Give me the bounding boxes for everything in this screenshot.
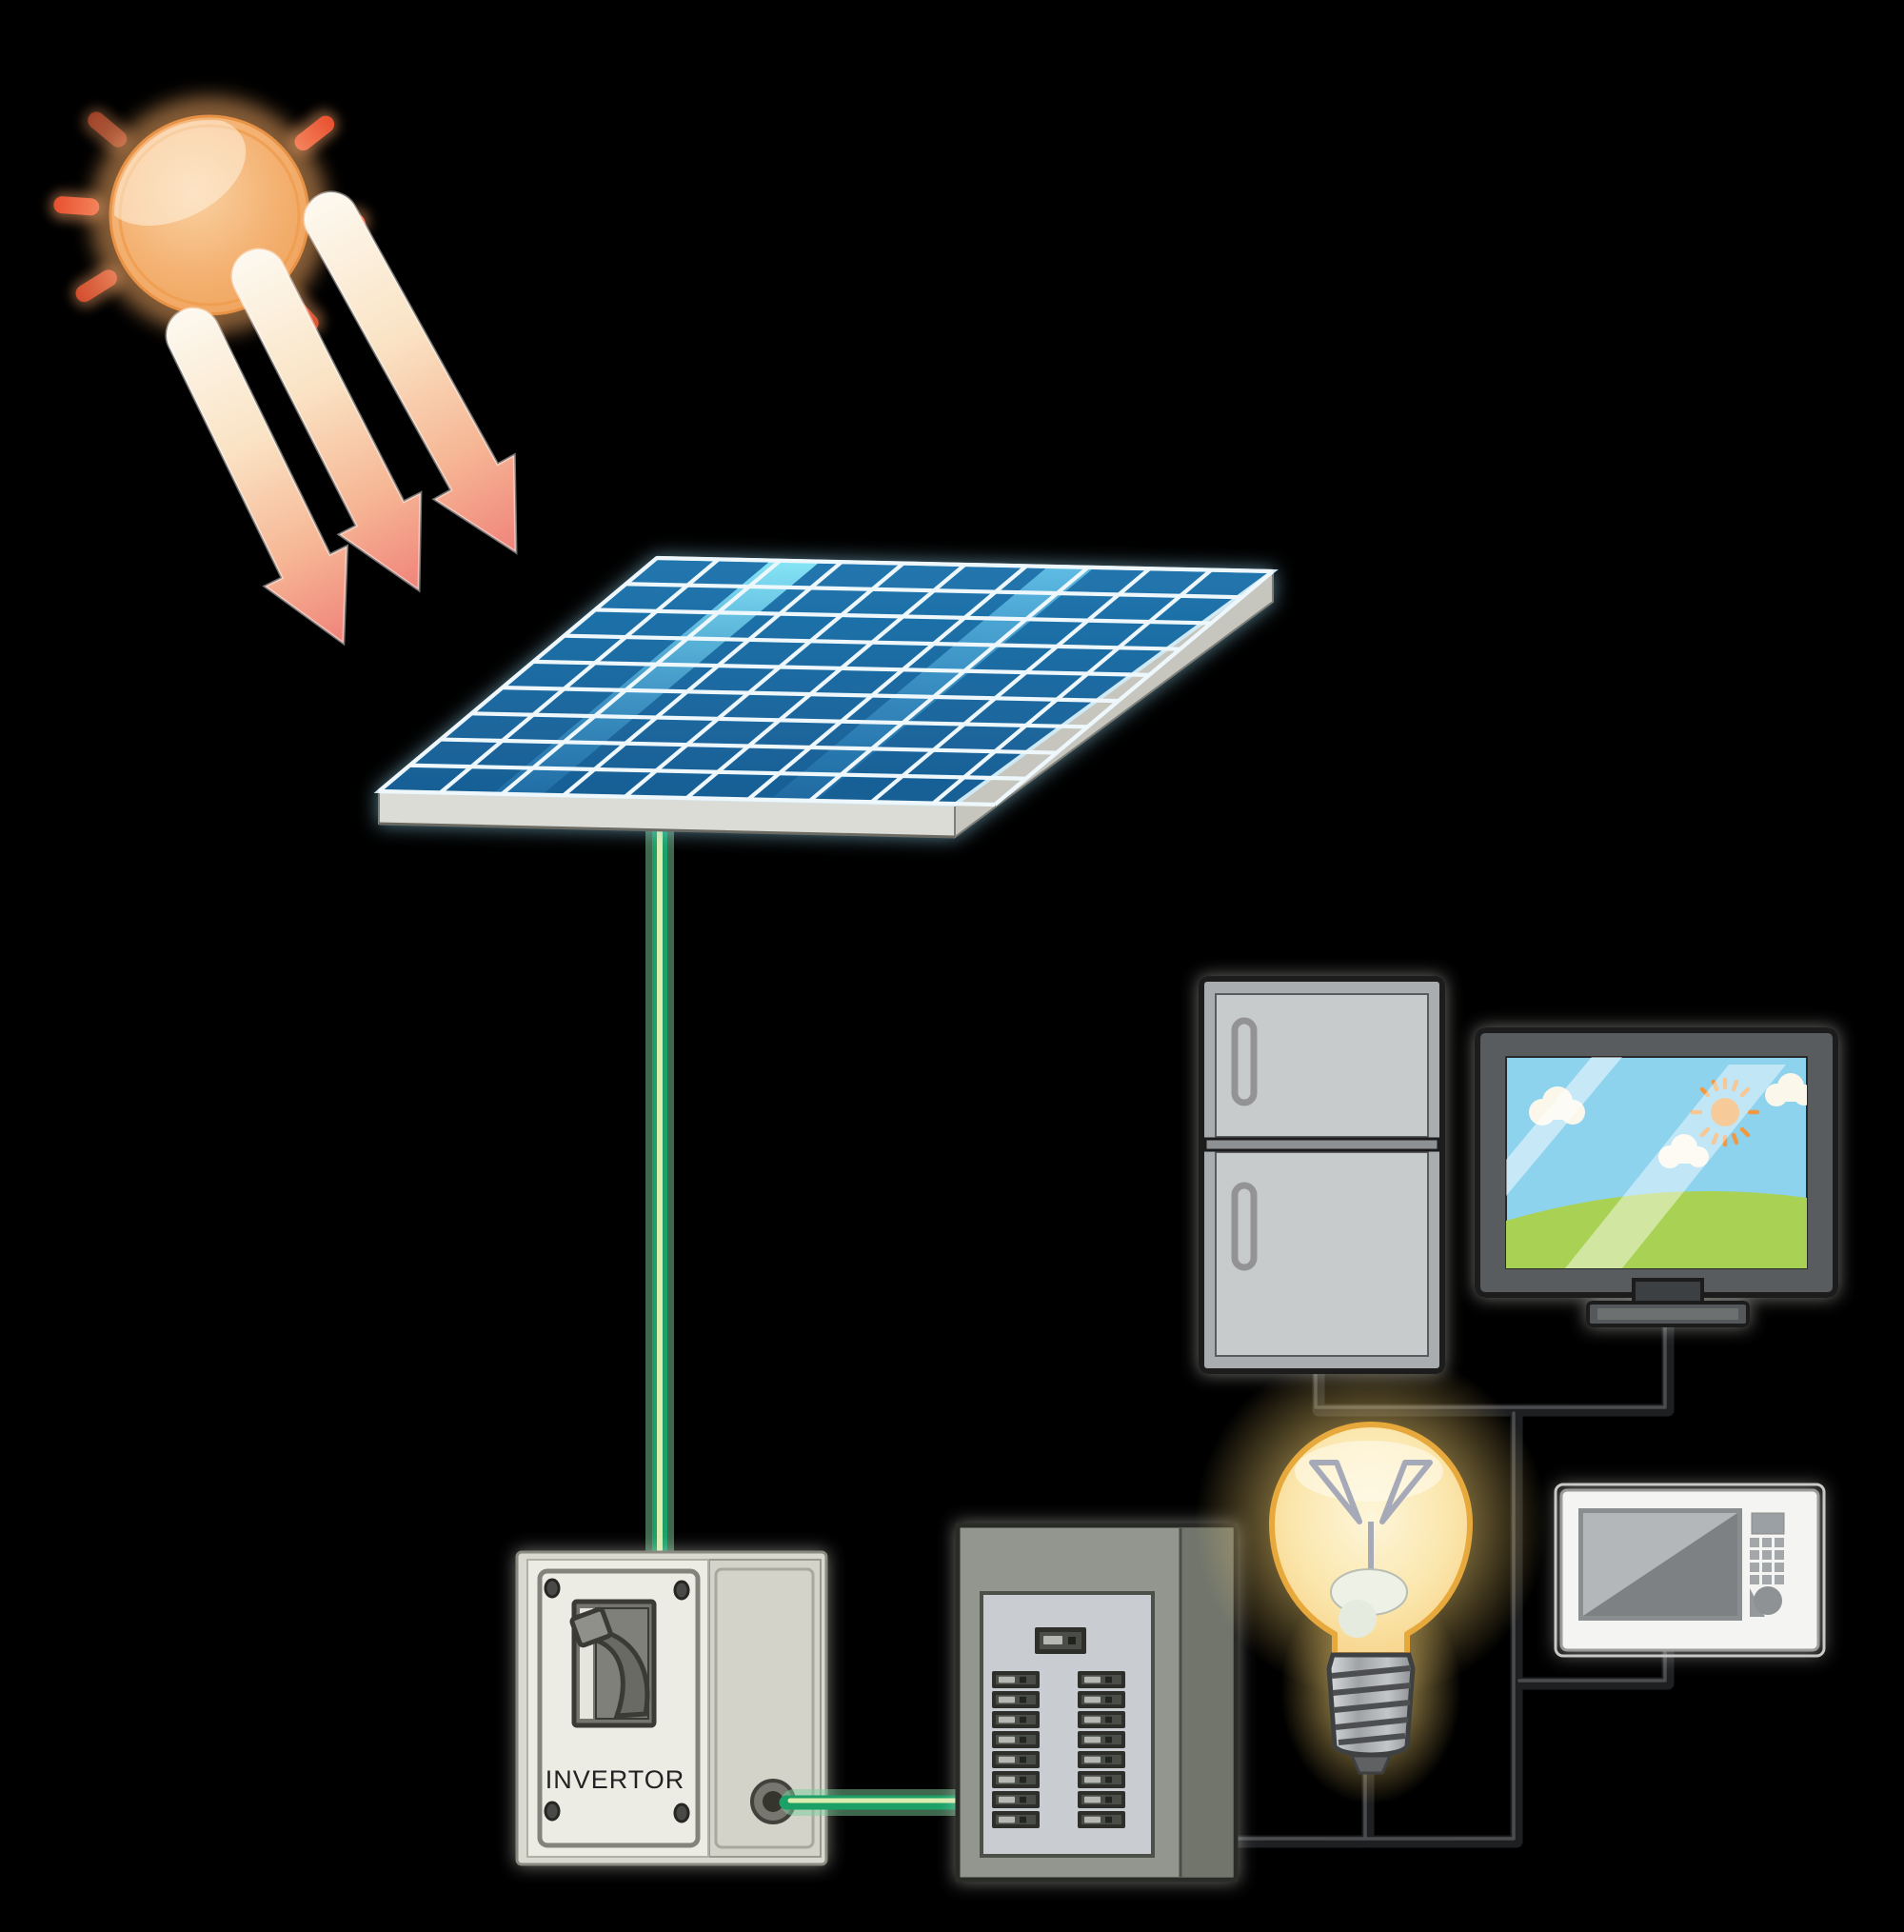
invertor-switch[interactable] [569,1599,657,1728]
fridge-door-top[interactable] [1215,993,1429,1138]
bulb-filament [1309,1460,1433,1573]
microwave-icon [1554,1483,1826,1658]
microwave-display [1751,1512,1785,1535]
fridge-handle-bottom[interactable] [1231,1182,1258,1271]
main-breaker[interactable] [1035,1627,1086,1654]
sunlight-arrow [230,248,423,593]
sunlight-arrow [165,307,349,647]
tv-stand [1586,1278,1750,1327]
breaker-panel-icon [955,1523,1239,1882]
invertor-screws [544,1578,690,1823]
bulb-screw-base [1326,1652,1416,1775]
sunlight-arrows-icon [165,190,518,647]
microwave-keypad[interactable] [1750,1538,1784,1584]
light-bulb-icon [1195,1347,1547,1804]
ac-wire [779,1789,975,1816]
invertor-label: INVERTOR [545,1765,685,1794]
microwave-window [1578,1508,1742,1621]
microwave-dial[interactable] [1754,1586,1782,1615]
sunlight-arrow [303,190,518,555]
refrigerator-icon [1199,976,1445,1374]
solar-panel-icon [379,558,1273,837]
invertor-box: INVERTOR [515,1550,828,1866]
tv-icon [1475,1027,1838,1327]
wire-microwave [1510,1641,1675,1690]
fridge-handle-top[interactable] [1231,1017,1258,1106]
fridge-divider [1203,1137,1440,1152]
